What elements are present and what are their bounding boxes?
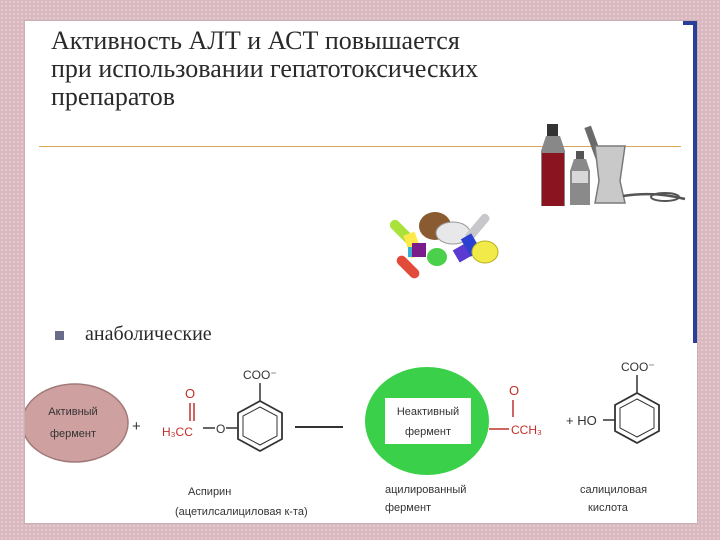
frame-tick-top xyxy=(683,21,697,25)
h3c-label: H₃CC xyxy=(162,425,193,439)
red-bottle-icon xyxy=(541,124,565,206)
plus-sign: + xyxy=(132,418,141,435)
cch3-label: CCH₃ xyxy=(511,423,542,437)
frame-right-line xyxy=(693,21,697,523)
mortar-pestle-icon xyxy=(584,125,686,204)
slide-title: Активность АЛТ и АСТ повышается при испо… xyxy=(51,27,651,111)
bottles-illustration xyxy=(389,124,686,279)
inactive-enzyme-line-2: фермент xyxy=(405,426,451,438)
active-enzyme-line-1: Активный xyxy=(48,406,97,418)
ester-o-label: O xyxy=(216,422,225,436)
slide: Активность АЛТ и АСТ повышается при испо… xyxy=(21,20,698,524)
pills-illustration xyxy=(389,212,499,279)
benzene-inner-2 xyxy=(619,398,655,438)
title-line-2: при использовании гепатотоксических xyxy=(51,54,479,83)
aspirin-label: Аспирин xyxy=(188,486,231,498)
mechanism-svg: Активный фермент + O H₃CC O COO⁻ Аспирин… xyxy=(21,360,660,518)
carbonyl-o-label: O xyxy=(185,386,195,401)
coo-label-2: COO⁻ xyxy=(621,360,655,374)
bullet-square-icon xyxy=(55,330,64,340)
bullet-item-anabolic: анаболические xyxy=(55,323,212,346)
acyl-o-label: O xyxy=(509,383,519,398)
aspirin-mechanism-diagram: Активный фермент + O H₃CC O COO⁻ Аспирин… xyxy=(21,343,697,523)
title-line-3: препаратов xyxy=(51,82,176,111)
active-enzyme-line-2: фермент xyxy=(50,428,96,440)
coo-label-1: COO⁻ xyxy=(243,368,277,382)
inactive-enzyme-line-1: Неактивный xyxy=(397,406,459,418)
title-line-1: Активность АЛТ и АСТ повышается xyxy=(51,26,460,55)
salicylic-line-1: салициловая xyxy=(580,484,647,496)
inactive-enzyme-label-box xyxy=(385,398,471,444)
benzene-ring-1 xyxy=(237,399,283,453)
benzene-ring-2 xyxy=(614,391,660,445)
plus-ho-label: + HO xyxy=(566,413,597,428)
acylated-line-1: ацилированный xyxy=(385,484,466,496)
aspirin-sublabel: (ацетилсалициловая к-та) xyxy=(175,506,308,518)
active-enzyme-shape xyxy=(21,383,129,463)
salicylic-line-2: кислота xyxy=(588,502,629,514)
small-bottle-icon xyxy=(570,151,590,205)
bullet-label: анаболические xyxy=(85,323,212,345)
benzene-inner-1 xyxy=(242,406,278,446)
title-underline xyxy=(39,146,681,147)
acylated-line-2: фермент xyxy=(385,502,431,514)
